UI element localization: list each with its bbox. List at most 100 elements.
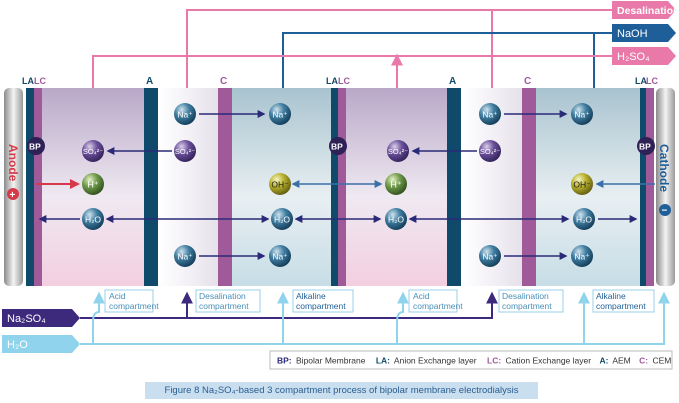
- aem-1: [144, 88, 158, 286]
- svg-text:Alkaline: Alkaline: [296, 291, 326, 301]
- svg-text:Anode: Anode: [6, 144, 20, 182]
- output-desalination-label: Desalination: [617, 5, 679, 17]
- svg-text:compartment: compartment: [199, 301, 249, 311]
- ion-h2o: H₂O: [573, 208, 595, 230]
- svg-text:compartment: compartment: [596, 301, 646, 311]
- ion-na: Na⁺: [479, 103, 501, 125]
- compartment-labels: Acid compartment Desalination compartmen…: [104, 289, 655, 313]
- svg-text:SO₄²⁻: SO₄²⁻: [175, 147, 195, 156]
- cem-2: [522, 88, 536, 286]
- ion-oh: OH⁻: [269, 173, 291, 195]
- anode-plus-icon: [7, 188, 19, 200]
- output-h2so4-label: H₂SO₄: [617, 51, 650, 63]
- svg-text:SO₄²⁻: SO₄²⁻: [388, 147, 408, 156]
- alkaline-label-1: Alkaline compartment: [292, 289, 354, 313]
- svg-text:SO₄²⁻: SO₄²⁻: [83, 147, 103, 156]
- ion-h2o: H₂O: [271, 208, 293, 230]
- legend-text: BP: Bipolar Membrane LA: Anion Exchange …: [277, 356, 671, 366]
- bpm-1-lc: [34, 88, 42, 286]
- svg-text:H₂O: H₂O: [388, 215, 404, 225]
- label-cem-1: C: [220, 76, 227, 87]
- cathode-minus-icon: [659, 204, 671, 216]
- svg-text:BP: BP: [29, 142, 41, 152]
- cathode-electrode: [656, 88, 675, 286]
- bp-badge-2: BP: [329, 137, 347, 155]
- svg-text:Desalination: Desalination: [199, 291, 246, 301]
- svg-text:BP: BP: [639, 142, 651, 152]
- acid-label-1: Acid compartment: [104, 289, 159, 313]
- input-h2o-tag: H₂O: [2, 335, 80, 353]
- ion-so4: SO₄²⁻: [479, 140, 501, 162]
- ion-na: Na⁺: [174, 245, 196, 267]
- svg-text:compartment: compartment: [413, 301, 463, 311]
- svg-text:SO₄²⁻: SO₄²⁻: [480, 147, 500, 156]
- svg-text:compartment: compartment: [502, 301, 552, 311]
- svg-text:OH⁻: OH⁻: [271, 180, 289, 190]
- label-aem-2: A: [449, 76, 456, 87]
- ion-h: H⁺: [82, 173, 104, 195]
- label-cem-2: C: [524, 76, 531, 87]
- svg-text:Desalination: Desalination: [502, 291, 549, 301]
- alkaline-label-2: Alkaline compartment: [592, 289, 655, 313]
- svg-text:Acid: Acid: [413, 291, 430, 301]
- ion-h2o: H₂O: [385, 208, 407, 230]
- svg-text:Na⁺: Na⁺: [177, 252, 193, 262]
- output-naoh-tag: NaOH: [612, 24, 676, 42]
- svg-text:Na⁺: Na⁺: [272, 110, 288, 120]
- ion-na: Na⁺: [479, 245, 501, 267]
- input-na2so4-tag: Na₂SO₄: [2, 309, 80, 327]
- output-desalination-tag: Desalination: [612, 1, 679, 19]
- svg-text:compartment: compartment: [296, 301, 346, 311]
- legend: BP: Bipolar Membrane LA: Anion Exchange …: [269, 350, 673, 370]
- ion-so4: SO₄²⁻: [387, 140, 409, 162]
- svg-text:H₂O: H₂O: [85, 215, 101, 225]
- anode-electrode: [4, 88, 23, 286]
- ions: Na⁺ Na⁺ Na⁺ Na⁺ SO₄²⁻ SO₄²⁻ SO₄²⁻ SO₄²⁻ …: [82, 103, 595, 267]
- svg-text:+: +: [10, 190, 16, 201]
- input-h2o-label: H₂O: [7, 339, 28, 351]
- svg-text:H₂O: H₂O: [576, 215, 592, 225]
- output-lines: [92, 9, 612, 88]
- svg-text:Alkaline: Alkaline: [596, 291, 626, 301]
- ion-arrows: [36, 110, 655, 260]
- svg-text:Acid: Acid: [109, 291, 126, 301]
- svg-text:−: −: [662, 206, 668, 217]
- cem-1: [218, 88, 232, 286]
- ion-oh: OH⁻: [571, 173, 593, 195]
- ion-na: Na⁺: [571, 245, 593, 267]
- svg-text:Na⁺: Na⁺: [574, 252, 590, 262]
- bpm-3-la: [640, 88, 646, 286]
- label-lc-1: LC: [34, 76, 46, 86]
- svg-text:Na⁺: Na⁺: [482, 252, 498, 262]
- label-la-2: LA: [326, 76, 338, 86]
- ion-h2o: H₂O: [82, 208, 104, 230]
- ion-so4: SO₄²⁻: [174, 140, 196, 162]
- svg-text:Na⁺: Na⁺: [482, 110, 498, 120]
- ion-na: Na⁺: [571, 103, 593, 125]
- label-lc-2: LC: [338, 76, 350, 86]
- desalination-label-1: Desalination compartment: [195, 289, 261, 313]
- label-la-1: LA: [22, 76, 34, 86]
- svg-text:H⁺: H⁺: [390, 180, 401, 190]
- label-aem-1: A: [146, 76, 153, 87]
- label-la-3: LA: [635, 76, 647, 86]
- svg-text:OH⁻: OH⁻: [573, 180, 591, 190]
- svg-text:compartment: compartment: [109, 301, 159, 311]
- svg-text:H⁺: H⁺: [87, 180, 98, 190]
- input-lines: [80, 291, 670, 345]
- svg-text:Na⁺: Na⁺: [574, 110, 590, 120]
- bp-badge-3: BP: [637, 137, 655, 155]
- acid-label-2: Acid compartment: [408, 289, 463, 313]
- label-lc-3: LC: [646, 76, 658, 86]
- bpm-3-lc: [646, 88, 654, 286]
- output-h2so4-tag: H₂SO₄: [612, 47, 676, 65]
- ion-na: Na⁺: [269, 245, 291, 267]
- bpm-2-la: [331, 88, 338, 286]
- input-na2so4-label: Na₂SO₄: [7, 313, 46, 325]
- figure-caption: Figure 8 Na₂SO₄-based 3 compartment proc…: [145, 382, 538, 399]
- anode-label: Anode +: [6, 144, 20, 201]
- ion-na: Na⁺: [269, 103, 291, 125]
- cathode-label: Cathode −: [657, 144, 671, 217]
- bpm-1-la: [26, 88, 34, 286]
